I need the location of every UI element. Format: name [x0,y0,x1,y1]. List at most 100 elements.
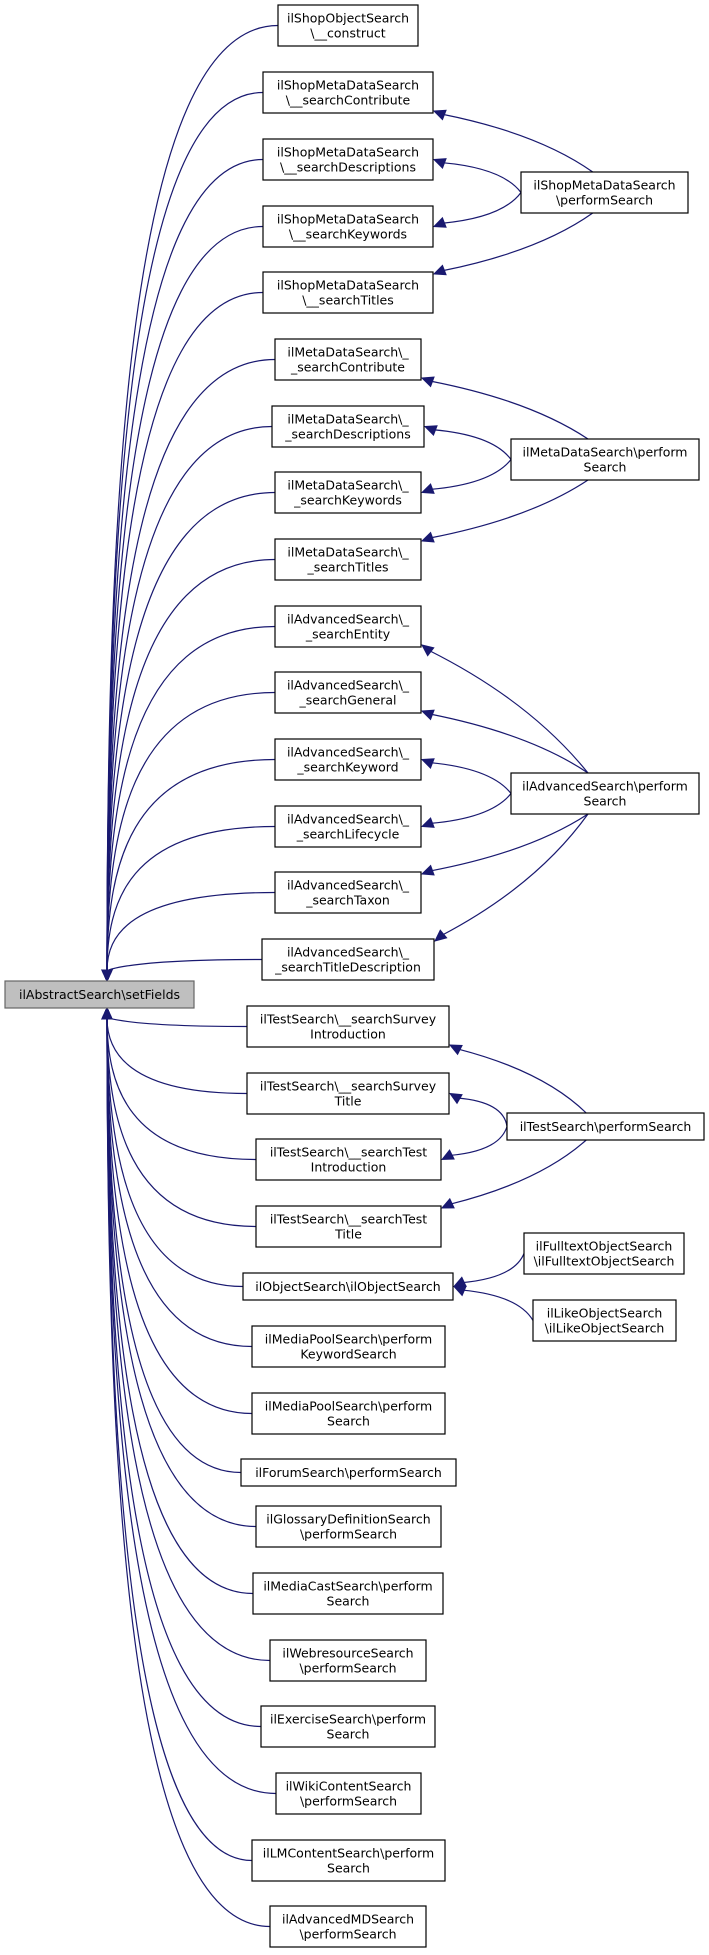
edge-advmd-to-root [101,1006,271,1928]
edge-test_survintro-to-root [101,1006,248,1028]
node-box [262,205,434,248]
node-label-line: ilLMContentSearch\perform [263,1846,434,1861]
node-label-line: ilMetaDataSearch\_ [287,412,409,427]
edge-adv_perform-to-adv_general [420,709,589,774]
node-shopmd_desc[interactable]: ilShopMetaDataSearch\__searchDescription… [262,138,434,181]
node-adv_general[interactable]: ilAdvancedSearch\__searchGeneral [274,671,422,714]
arrowhead [420,531,435,543]
node-box [510,772,700,815]
node-shopmd_titles[interactable]: ilShopMetaDataSearch\__searchTitles [262,271,434,314]
node-box [255,1205,442,1248]
node-wiki[interactable]: ilWikiContentSearch\performSearch [275,1772,422,1815]
edge-adv_perform-to-adv_entity [421,644,589,774]
node-exercise[interactable]: ilExerciseSearch\performSearch [260,1705,436,1748]
node-box [262,271,434,314]
edge-test_perform-to-test_testtitle [440,1139,587,1209]
node-label-line: Search [584,460,627,475]
node-label-line: \ilLikeObjectSearch [545,1321,665,1336]
node-label-line: \performSearch [300,1527,397,1542]
arrowhead [420,864,435,876]
node-shopmd_contrib[interactable]: ilShopMetaDataSearch\__searchContribute [262,71,434,114]
node-box [252,1572,444,1615]
node-lmcontent[interactable]: ilLMContentSearch\performSearch [251,1839,446,1882]
node-box [262,71,434,114]
node-advmd[interactable]: ilAdvancedMDSearch\performSearch [269,1905,427,1948]
arrowhead [420,376,435,388]
node-box [246,1072,450,1115]
node-label-line: _searchDescriptions [284,427,410,442]
node-label-line: ilAdvancedSearch\_ [287,878,410,893]
node-box [240,1458,457,1487]
node-label-line: _searchTaxon [305,893,390,908]
node-shopmd_perform[interactable]: ilShopMetaDataSearch\performSearch [520,171,689,214]
node-adv_kw[interactable]: ilAdvancedSearch\__searchKeyword [274,738,422,781]
node-label-line: ilMetaDataSearch\_ [287,478,409,493]
node-test_perform[interactable]: ilTestSearch\performSearch [506,1112,705,1141]
arrowhead [420,709,435,721]
node-adv_taxon[interactable]: ilAdvancedSearch\__searchTaxon [274,871,422,914]
edge-forum-to-root [101,1006,242,1474]
node-md_kw[interactable]: ilMetaDataSearch\__searchKeywords [274,471,422,514]
edge-adv_general-to-root [101,691,276,983]
edge-mediacast-to-root [101,1006,254,1595]
node-mp_perform[interactable]: ilMediaPoolSearch\performSearch [251,1392,446,1435]
node-label-line: ilAdvancedSearch\_ [287,678,410,693]
node-shopmd_kw[interactable]: ilShopMetaDataSearch\__searchKeywords [262,205,434,248]
arrowhead [440,1197,455,1209]
node-root[interactable]: ilAbstractSearch\setFields [4,980,195,1009]
node-box [251,1839,446,1882]
node-md_perform[interactable]: ilMetaDataSearch\performSearch [510,438,700,481]
node-label-line: Search [327,1594,370,1609]
node-md_desc[interactable]: ilMetaDataSearch\__searchDescriptions [271,405,425,448]
node-box [261,938,435,981]
node-label-line: ilWebresourceSearch [282,1646,413,1661]
node-objsearch[interactable]: ilObjectSearch\ilObjectSearch [242,1272,454,1301]
node-adv_perform[interactable]: ilAdvancedSearch\performSearch [510,772,700,815]
node-label-line: _searchTitleDescription [274,960,421,975]
arrowhead [452,1285,467,1297]
node-box [262,138,434,181]
arrowhead [448,1044,463,1056]
node-box [269,1905,427,1948]
edge-adv_perform-to-adv_kw [420,758,512,794]
node-adv_entity[interactable]: ilAdvancedSearch\__searchEntity [274,605,422,648]
edge-adv_perform-to-adv_life [420,793,512,828]
node-box [242,1272,454,1301]
node-label-line: ilTestSearch\__searchSurvey [260,1079,437,1094]
node-forum[interactable]: ilForumSearch\performSearch [240,1458,457,1487]
node-box [274,471,422,514]
node-webres[interactable]: ilWebresourceSearch\performSearch [269,1639,427,1682]
node-box [274,671,422,714]
node-md_titles[interactable]: ilMetaDataSearch\__searchTitles [274,538,422,581]
node-adv_titledesc[interactable]: ilAdvancedSearch\__searchTitleDescriptio… [261,938,435,981]
edge-adv_taxon-to-root [101,891,276,983]
edge-adv_perform-to-adv_titledesc [434,813,589,942]
node-label-line: ilMediaPoolSearch\perform [265,1332,432,1347]
node-label-line: ilAbstractSearch\setFields [19,987,180,1002]
node-shopobj[interactable]: ilShopObjectSearch\__construct [277,4,419,47]
edge-md_contrib-to-root [101,358,276,983]
node-mediacast[interactable]: ilMediaCastSearch\performSearch [252,1572,444,1615]
edge-fulltext-to-objsearch [452,1253,525,1288]
node-adv_life[interactable]: ilAdvancedSearch\__searchLifecycle [274,805,422,848]
edge-md_perform-to-md_kw [420,459,512,494]
node-label-line: Title [334,1227,362,1242]
node-glossary[interactable]: ilGlossaryDefinitionSearch\performSearch [255,1505,442,1548]
node-label-line: ilAdvancedSearch\_ [287,745,410,760]
node-md_contrib[interactable]: ilMetaDataSearch\__searchContribute [274,338,422,381]
arrowhead [101,969,113,983]
node-box [274,338,422,381]
edge-shopmd_perform-to-shopmd_contrib [432,109,594,173]
node-box [271,405,425,448]
node-label-line: ilTestSearch\__searchTest [270,1212,427,1227]
edge-test_perform-to-test_survintro [448,1044,587,1114]
node-fulltext[interactable]: ilFulltextObjectSearch\ilFulltextObjectS… [523,1232,685,1275]
node-label-line: ilShopMetaDataSearch [277,278,419,293]
node-like[interactable]: ilLikeObjectSearch\ilLikeObjectSearch [532,1299,677,1342]
node-label-line: ilAdvancedMDSearch [282,1912,414,1927]
